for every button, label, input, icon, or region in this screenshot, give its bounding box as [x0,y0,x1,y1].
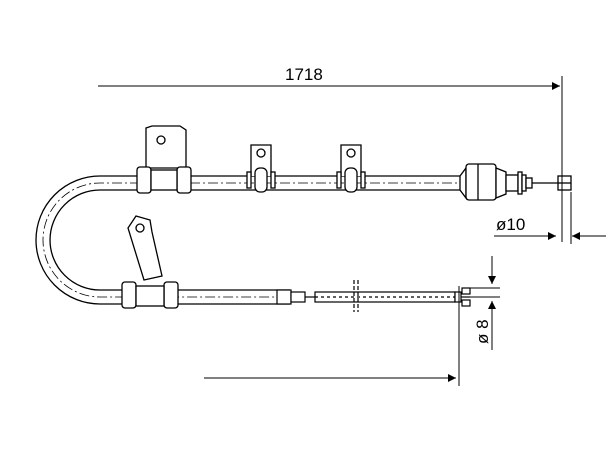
end-fitting-diameter-dimension [494,192,606,244]
end-fitting-lower [276,280,471,312]
nipple-diameter-dimension [470,256,500,350]
cable-sheath [35,175,460,305]
cable-centerline [42,182,460,298]
mounting-bracket-lower [121,215,179,309]
end-fitting-upper [459,163,572,201]
end-fitting-diameter-label: ø10 [496,215,525,234]
mounting-clip-2 [336,144,366,193]
nipple-diameter-label: ø 8 [473,319,492,344]
overall-length-label: 1718 [285,65,323,84]
lower-length-dimension [204,286,460,386]
mounting-bracket-large [136,125,192,194]
overall-length-dimension [98,76,563,242]
mounting-clip-1 [246,144,276,193]
